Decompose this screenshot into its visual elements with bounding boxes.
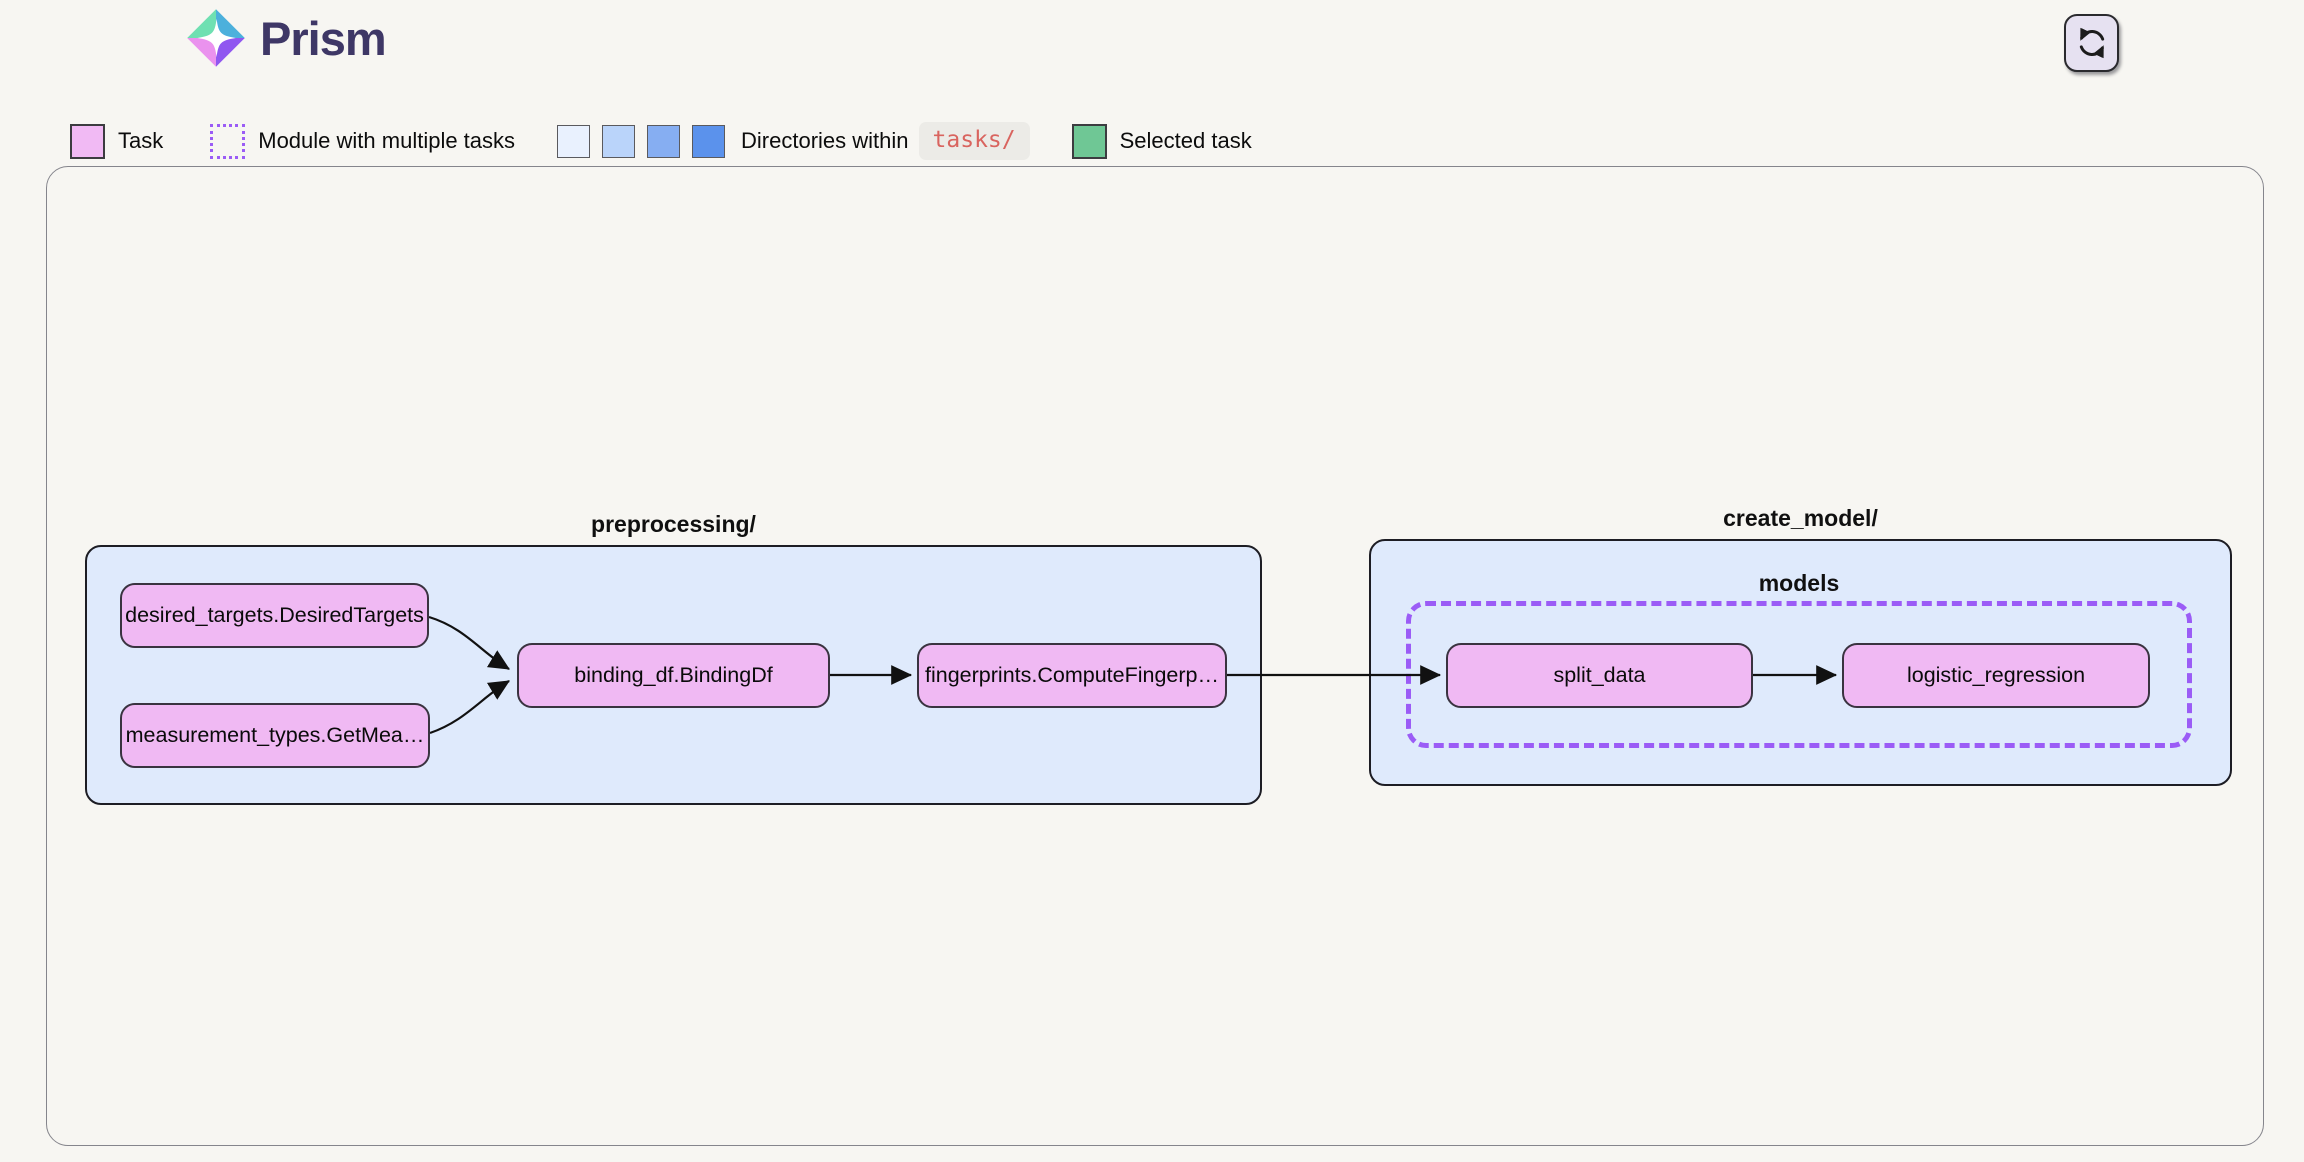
task-node-measurement-types[interactable]: measurement_types.GetMea… (120, 703, 430, 768)
directory-depth-2-swatch (602, 124, 636, 158)
app-title: Prism (260, 11, 387, 65)
directories-legend-label: Directories within (741, 128, 909, 153)
task-node-fingerprints[interactable]: fingerprints.ComputeFingerp… (917, 643, 1227, 708)
module-legend-label: Module with multiple tasks (258, 128, 516, 153)
selected-task-legend-label: Selected task (1119, 128, 1252, 153)
refresh-icon (2079, 27, 2104, 59)
task-node-desired-targets[interactable]: desired_targets.DesiredTargets (120, 583, 429, 648)
module-models-label: models (1758, 570, 1840, 596)
group-preprocessing-label: preprocessing/ (591, 511, 756, 537)
legend: Task Module with multiple tasks Director… (70, 121, 1252, 161)
prism-logo-icon (187, 9, 245, 67)
group-create-model-label: create_model/ (1723, 505, 1878, 531)
selected-task-legend-swatch (1071, 123, 1107, 159)
task-legend-swatch (70, 123, 105, 159)
module-legend-swatch (210, 123, 246, 159)
task-legend-label: Task (118, 128, 164, 153)
directory-depth-1-swatch (557, 124, 591, 158)
task-node-binding-df[interactable]: binding_df.BindingDf (517, 643, 830, 708)
tasks-directory-code: tasks/ (918, 122, 1030, 160)
directory-depth-4-swatch (692, 124, 726, 158)
task-node-split-data[interactable]: split_data (1446, 643, 1753, 708)
directory-depth-3-swatch (647, 124, 681, 158)
refresh-button[interactable] (2064, 14, 2119, 72)
brand: Prism (186, 8, 387, 68)
task-node-logistic-regression[interactable]: logistic_regression (1842, 643, 2150, 708)
flowchart-canvas[interactable]: preprocessing/ create_model/ models desi… (46, 166, 2264, 1146)
